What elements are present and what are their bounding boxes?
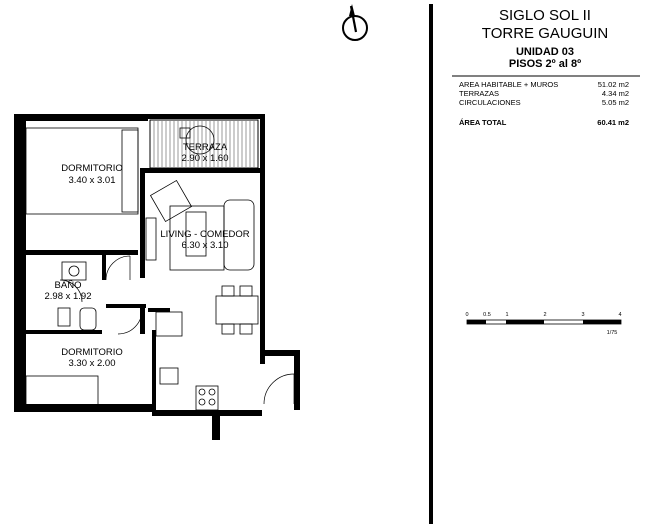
total-value: 60.41 m2 — [597, 118, 629, 127]
tower-name: TORRE GAUGUIN — [482, 25, 608, 42]
entry-door-icon — [263, 373, 295, 405]
tv-unit-icon — [145, 217, 157, 261]
scale-tick: 0 — [465, 312, 468, 318]
door-swings — [59, 255, 295, 405]
room-size: 2.90 x 1.60 — [181, 153, 228, 164]
counter-icon — [155, 311, 183, 337]
scale-tick: 0.5 — [483, 312, 491, 318]
total-label: ÁREA TOTAL — [459, 118, 507, 127]
floor-plan — [14, 114, 300, 440]
door-bedroom2-icon — [117, 309, 143, 335]
room-name: LIVING - COMEDOR — [160, 229, 249, 240]
armchair-icon — [149, 179, 193, 223]
kitchen-sink-icon — [159, 367, 179, 385]
stove-icon — [195, 385, 219, 411]
area-value: 4.34 m2 — [602, 89, 629, 98]
scale-tick: 4 — [618, 312, 621, 318]
room-name: TERRAZA — [183, 142, 228, 153]
scale-tick: 1 — [505, 312, 508, 318]
room-size: 3.30 x 2.00 — [68, 358, 115, 369]
scale-tick: 2 — [543, 312, 546, 318]
area-value: 5.05 m2 — [602, 98, 629, 107]
room-name: DORMITORIO — [61, 347, 123, 358]
project-name: SIGLO SOL II — [499, 7, 591, 24]
area-label: AREA HABITABLE + MUROS — [459, 80, 558, 89]
area-value: 51.02 m2 — [598, 80, 629, 89]
door-bedroom1-icon — [59, 279, 83, 303]
terrace-table-icon — [185, 125, 215, 155]
sofa-icon — [223, 199, 255, 271]
room-name: BAÑO — [55, 280, 82, 291]
room-size: 6.30 x 3.10 — [181, 240, 228, 251]
floors-range: PISOS 2º al 8º — [509, 58, 581, 70]
unit-number: UNIDAD 03 — [516, 46, 574, 58]
room-size: 2.98 x 1.92 — [44, 291, 91, 302]
room-name: DORMITORIO — [61, 163, 123, 174]
room-labels: DORMITORIO 3.40 x 3.01 TERRAZA 2.90 x 1.… — [44, 142, 249, 369]
room-size: 3.40 x 3.01 — [68, 175, 115, 186]
dining-table-icon — [215, 295, 259, 325]
area-label: TERRAZAS — [459, 89, 499, 98]
sheet-divider — [429, 4, 433, 524]
scale-tick: 3 — [581, 312, 584, 318]
terrace-railing — [149, 119, 259, 169]
coffee-table-icon — [185, 211, 207, 257]
scale-ratio: 1/75 — [607, 330, 618, 336]
toilet-icon — [57, 307, 71, 327]
sink-icon — [61, 261, 87, 281]
bidet-icon — [79, 307, 97, 331]
north-arrow-icon — [342, 4, 368, 41]
windows — [17, 150, 263, 398]
graphic-scale: 0 0.5 1 2 3 4 1/75 — [465, 312, 621, 336]
title-block: SIGLO SOL II TORRE GAUGUIN UNIDAD 03 PIS… — [452, 7, 640, 127]
area-label: CIRCULACIONES — [459, 98, 521, 107]
bed-2-icon — [25, 375, 99, 407]
door-bath-icon — [105, 255, 131, 281]
furniture — [25, 125, 259, 411]
